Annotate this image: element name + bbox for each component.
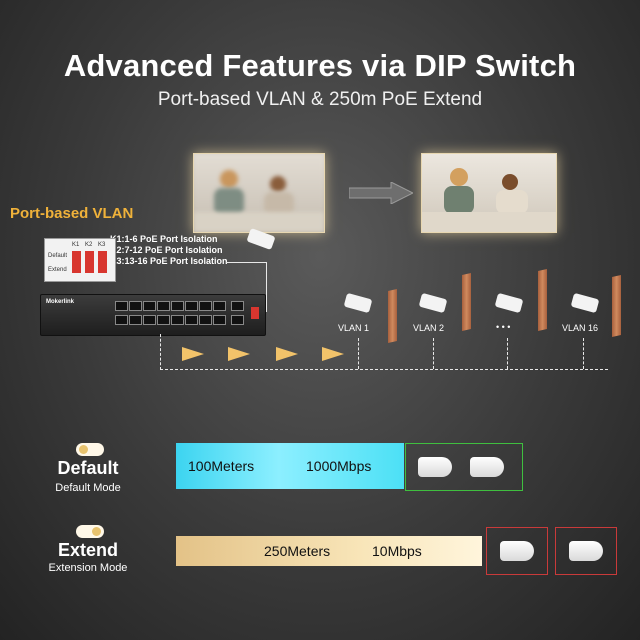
extend-toggle[interactable] xyxy=(76,525,104,538)
arrow-right-icon xyxy=(322,347,344,361)
dip-key-2: K2 xyxy=(85,242,93,248)
camera-icon xyxy=(246,227,276,251)
default-mode-description: Default Mode xyxy=(55,482,121,494)
vlan-label-16: VLAN 16 xyxy=(562,323,599,333)
arrow-right-icon xyxy=(276,347,298,361)
switch-port xyxy=(129,315,142,325)
page-title: Advanced Features via DIP Switch xyxy=(63,48,577,83)
dip-key-1: K1 xyxy=(72,242,80,248)
extend-distance: 250Meters xyxy=(264,543,331,559)
dip-switch-indicator xyxy=(251,307,259,319)
switch-port xyxy=(157,315,170,325)
dip-slider-1[interactable] xyxy=(72,251,81,273)
dashed-line xyxy=(358,338,359,369)
uplink-port xyxy=(231,301,244,311)
dip-extend-label: Extend xyxy=(48,267,67,273)
isolation-wall xyxy=(538,269,547,331)
bullet-camera-icon xyxy=(418,457,452,477)
isolation-line-1: K1:1-6 PoE Port Isolation xyxy=(110,234,218,244)
switch-port xyxy=(213,301,226,311)
switch-port xyxy=(185,301,198,311)
default-distance: 100Meters xyxy=(188,458,255,474)
switch-port xyxy=(115,315,128,325)
vlan-label-ellipsis: • • • xyxy=(496,322,511,332)
switch-port xyxy=(129,301,142,311)
bullet-camera-icon xyxy=(470,457,504,477)
poe-switch: Mokerlink xyxy=(40,294,266,336)
default-mode-title: Default xyxy=(57,458,119,478)
dashed-line xyxy=(160,334,161,370)
bullet-camera-icon xyxy=(500,541,534,561)
dashed-line xyxy=(507,338,508,369)
dashed-line xyxy=(583,338,584,369)
isolation-wall xyxy=(388,289,397,343)
vlan-section-label: Port-based VLAN xyxy=(10,205,134,222)
extend-bandwidth-bar: 250Meters 10Mbps xyxy=(176,536,482,566)
callout-line xyxy=(266,262,267,312)
vlan-label-1: VLAN 1 xyxy=(338,323,370,333)
vlan-label-2: VLAN 2 xyxy=(413,323,445,333)
page-subtitle: Port-based VLAN & 250m PoE Extend xyxy=(157,89,483,110)
isolation-line-3: K3:13-16 PoE Port Isolation xyxy=(110,256,228,266)
switch-port xyxy=(143,315,156,325)
extend-speed: 10Mbps xyxy=(372,543,422,559)
dashed-line xyxy=(160,369,608,370)
switch-port xyxy=(213,315,226,325)
switch-port xyxy=(171,301,184,311)
switch-port xyxy=(171,315,184,325)
camera-icon xyxy=(343,292,373,314)
switch-port xyxy=(115,301,128,311)
switch-brand: Mokerlink xyxy=(46,299,75,305)
switch-port xyxy=(157,301,170,311)
extend-camera-box-1 xyxy=(486,527,548,575)
switch-port xyxy=(199,301,212,311)
default-camera-box xyxy=(405,443,523,491)
default-speed: 1000Mbps xyxy=(306,458,372,474)
default-bandwidth-bar: 100Meters 1000Mbps xyxy=(176,443,404,489)
arrow-right-icon xyxy=(348,181,415,205)
default-toggle[interactable] xyxy=(76,443,104,456)
dip-slider-2[interactable] xyxy=(85,251,94,273)
arrow-right-icon xyxy=(182,347,204,361)
dip-slider-3[interactable] xyxy=(98,251,107,273)
dip-switch[interactable]: K1 K2 K3 Default Extend xyxy=(44,238,116,282)
switch-port xyxy=(143,301,156,311)
dip-default-label: Default xyxy=(48,253,68,259)
extend-mode-description: Extension Mode xyxy=(48,562,128,574)
blurred-photo xyxy=(193,153,325,233)
isolation-wall xyxy=(462,273,471,331)
extend-camera-box-2 xyxy=(555,527,617,575)
switch-port xyxy=(185,315,198,325)
camera-icon xyxy=(570,292,600,314)
dashed-line xyxy=(433,338,434,369)
camera-icon xyxy=(494,292,524,314)
isolation-wall xyxy=(612,275,621,337)
callout-line xyxy=(226,262,266,263)
arrow-right-icon xyxy=(228,347,250,361)
switch-port xyxy=(199,315,212,325)
dip-key-3: K3 xyxy=(98,242,106,248)
camera-icon xyxy=(418,292,448,314)
extend-mode-title: Extend xyxy=(57,540,118,560)
clear-photo xyxy=(421,153,557,233)
bullet-camera-icon xyxy=(569,541,603,561)
isolation-line-2: K2:7-12 PoE Port Isolation xyxy=(110,245,223,255)
uplink-port xyxy=(231,315,244,325)
